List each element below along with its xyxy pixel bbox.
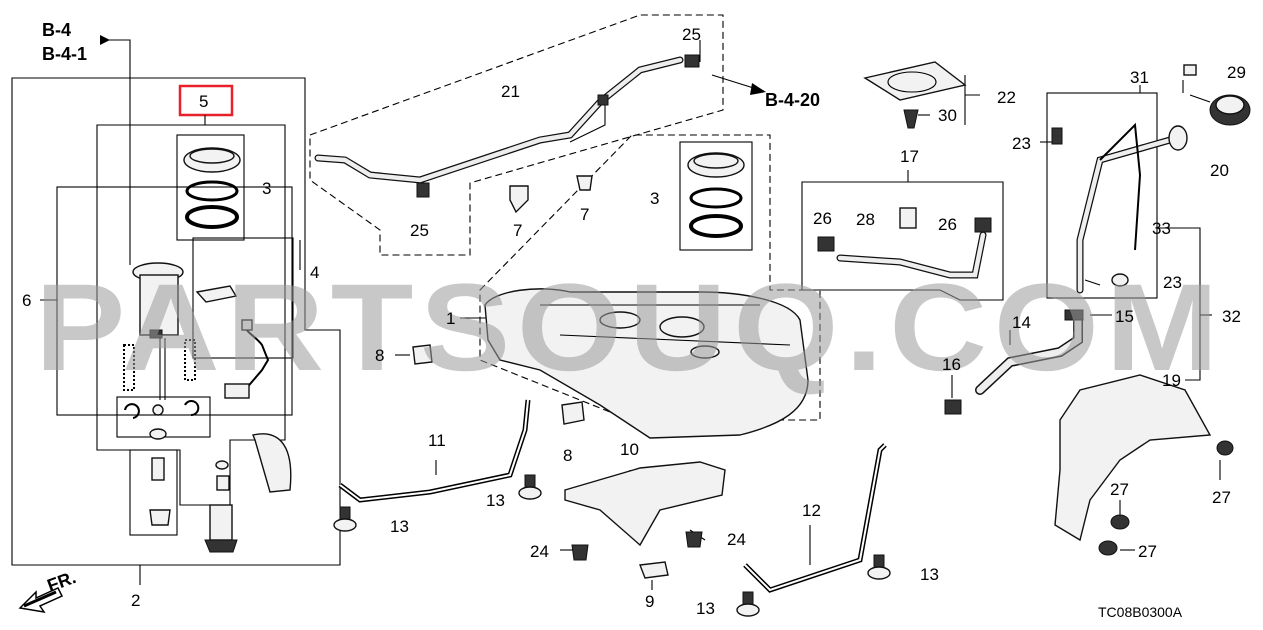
frame-part17	[801, 181, 1004, 301]
part-label-33[interactable]: 33	[1152, 219, 1171, 238]
breather-hose-icon	[817, 207, 992, 279]
part-label-3-left[interactable]: 3	[262, 179, 271, 198]
frame-seal-kit-right	[679, 141, 753, 251]
part-label-6[interactable]: 6	[22, 291, 31, 310]
seal-ring-set-left-icon	[183, 147, 241, 229]
frame-part21	[309, 14, 724, 256]
part-label-23-upper[interactable]: 23	[1012, 134, 1031, 153]
watermark: PARTSOUQ.COM	[35, 259, 1225, 397]
part-label-22[interactable]: 22	[997, 88, 1016, 107]
fuel-tank-icon	[484, 288, 809, 439]
bolt-13-icon	[333, 474, 891, 617]
part-label-10[interactable]: 10	[620, 440, 639, 459]
part-label-1[interactable]: 1	[446, 309, 455, 328]
nut-24-icon	[571, 531, 703, 561]
heat-shield-icon	[564, 461, 726, 547]
part-label-13-b[interactable]: 13	[390, 517, 409, 536]
part-label-13-d[interactable]: 13	[696, 599, 715, 618]
part-label-26-right[interactable]: 26	[938, 215, 957, 234]
part-label-7-left[interactable]: 7	[513, 221, 522, 240]
clips-icon	[124, 400, 229, 470]
front-arrow-icon	[18, 587, 64, 614]
filler-pipe-icon	[1076, 122, 1188, 294]
diagram-code: TC08B0300A	[1098, 604, 1183, 620]
part-label-23-lower[interactable]: 23	[1163, 273, 1182, 292]
frame-part6	[56, 186, 293, 416]
part-label-12[interactable]: 12	[802, 501, 821, 520]
part-label-27-right[interactable]: 27	[1212, 488, 1231, 507]
clip-7-icon	[509, 175, 593, 214]
bracket-icon	[195, 285, 238, 303]
fuel-level-sender-icon	[224, 319, 270, 399]
grommet-icon	[412, 344, 585, 425]
part-label-19[interactable]: 19	[1162, 371, 1181, 390]
clip-25-icon	[416, 54, 700, 198]
part-label-27-bottom[interactable]: 27	[1138, 542, 1157, 561]
fuel-pump-module-icon	[132, 262, 184, 400]
part-label-9[interactable]: 9	[645, 592, 654, 611]
part-label-15[interactable]: 15	[1115, 307, 1134, 326]
part-label-11[interactable]: 11	[428, 431, 446, 450]
part-label-16[interactable]: 16	[942, 355, 961, 374]
part-label-14[interactable]: 14	[1012, 313, 1031, 332]
frame-part4	[192, 237, 294, 359]
part-label-24-left[interactable]: 24	[530, 542, 549, 561]
part-label-8-lower[interactable]: 8	[563, 446, 572, 465]
arrow-b420-icon	[750, 83, 766, 95]
part-label-17[interactable]: 17	[900, 147, 919, 166]
part-label-27-mid[interactable]: 27	[1110, 480, 1129, 499]
part-label-7-right[interactable]: 7	[580, 205, 589, 224]
part-label-30[interactable]: 30	[938, 106, 957, 125]
vent-tube-icon	[314, 56, 684, 184]
highlight-box	[178, 84, 234, 117]
ref-b4-20[interactable]: B-4-20	[765, 90, 820, 110]
filler-door-icon	[863, 61, 967, 129]
part-label-13-a[interactable]: 13	[486, 491, 505, 510]
part-label-25-upper[interactable]: 25	[682, 25, 701, 44]
part-label-3-right[interactable]: 3	[650, 189, 659, 208]
clip-9-icon	[639, 561, 669, 579]
part-label-2[interactable]: 2	[131, 591, 140, 610]
pump-motor-icon	[204, 433, 292, 553]
frame-filler	[1046, 92, 1158, 299]
ref-b4[interactable]: B-4	[42, 20, 71, 40]
part-label-20[interactable]: 20	[1210, 161, 1229, 180]
arrow-b4-icon	[100, 35, 110, 45]
part-labels: 5 3 4 6 2 1 8 8 21 25 25 7 7 3 22 30 17 …	[22, 25, 1246, 618]
part-label-26-left[interactable]: 26	[813, 209, 832, 228]
fuel-filter-icon	[149, 457, 230, 526]
seal-ring-set-right-icon	[687, 152, 745, 238]
part-label-8-upper[interactable]: 8	[375, 346, 384, 365]
bolt-23-icon	[1051, 127, 1129, 287]
part-label-4[interactable]: 4	[310, 263, 319, 282]
frame-filter	[129, 449, 178, 536]
part-label-21[interactable]: 21	[501, 82, 520, 101]
part-label-28[interactable]: 28	[856, 210, 875, 229]
splash-guard-icon	[1054, 374, 1234, 556]
tank-strap-12-icon	[743, 443, 887, 593]
filler-hose-icon	[944, 309, 1084, 415]
springs-icon	[123, 339, 196, 391]
part-label-5[interactable]: 5	[199, 92, 208, 111]
tank-strap-11-icon	[338, 399, 531, 503]
part-label-31[interactable]: 31	[1130, 68, 1149, 87]
part-label-24-right[interactable]: 24	[727, 530, 746, 549]
part-label-13-c[interactable]: 13	[920, 565, 939, 584]
ref-b4-1[interactable]: B-4-1	[42, 44, 87, 64]
front-label: FR.	[45, 567, 79, 596]
part-label-32[interactable]: 32	[1222, 307, 1241, 326]
frame-pump-assembly	[11, 77, 341, 566]
part-label-29[interactable]: 29	[1227, 63, 1246, 82]
part-label-25-lower[interactable]: 25	[410, 221, 429, 240]
fuel-cap-icon	[1183, 64, 1251, 126]
